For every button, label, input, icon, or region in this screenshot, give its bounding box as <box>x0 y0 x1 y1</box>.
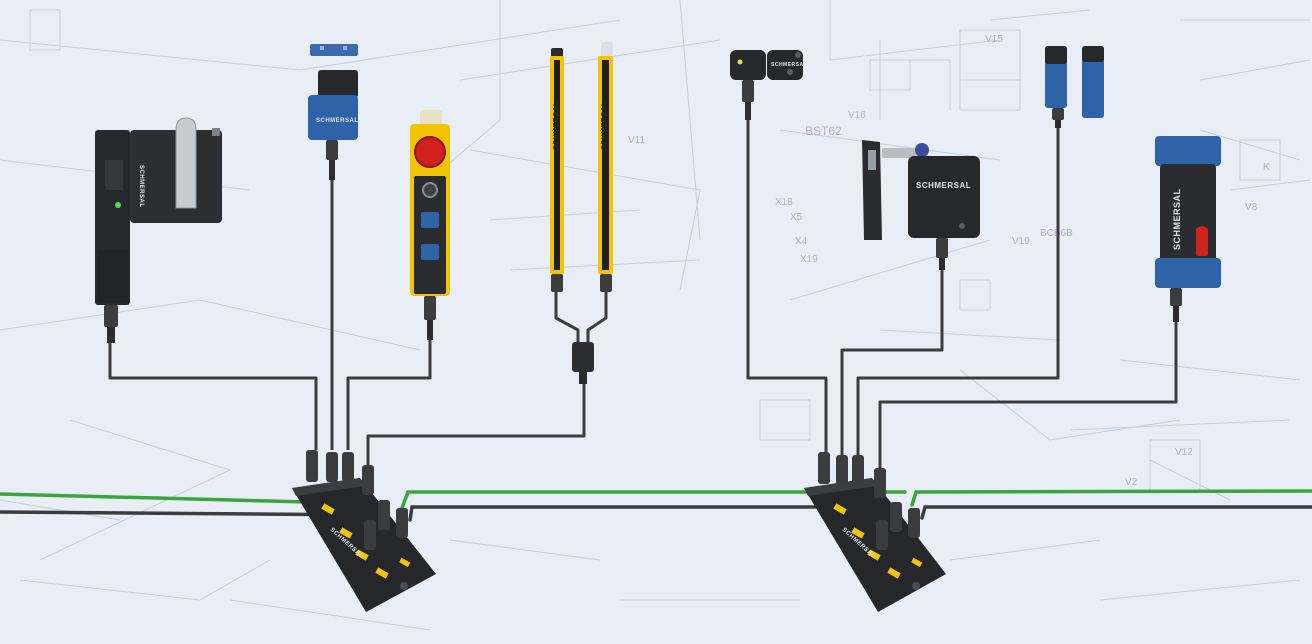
cable-curtain-left <box>554 290 580 342</box>
magnetic-sensor-pair <box>1045 46 1104 128</box>
release-key-icon <box>1196 226 1208 238</box>
y-splitter <box>572 342 594 372</box>
solenoid-interlock: SCHMERSAL <box>862 140 980 270</box>
blue-pushbutton-icon-1 <box>421 212 439 228</box>
estop-button-icon <box>414 136 446 168</box>
dark-bus-cable-right <box>920 505 1312 520</box>
bg-label-6: V19 <box>1012 236 1030 247</box>
rfid-sensor-small: SCHMERSAL <box>730 50 807 120</box>
device-brand-label-1: SCHMERSAL <box>138 165 144 208</box>
bus-cables <box>0 489 1312 522</box>
dark-bus-cable-mid <box>408 505 900 522</box>
cable-curtain-right <box>586 290 608 342</box>
device-brand-label-6: SCHMERSAL <box>916 181 971 190</box>
release-knob-icon <box>915 143 929 157</box>
bg-label-1: V16 <box>848 110 866 121</box>
cable-magnetic-sensor <box>856 125 1060 455</box>
curtain-brand-label-1: SCHMERSAL <box>553 101 560 150</box>
cable-door-guard <box>108 342 318 450</box>
status-led-icon <box>115 202 121 208</box>
cable-blue-interlock <box>878 320 1178 468</box>
device-cables <box>108 120 1178 468</box>
bg-label-5: X19 <box>800 254 818 265</box>
key-switch-icon <box>422 182 438 198</box>
emergency-stop-control-station <box>410 110 450 340</box>
cable-estop-station <box>346 340 432 450</box>
bg-label-8: V15 <box>985 34 1003 45</box>
bg-label-10: K <box>1263 162 1270 173</box>
safety-light-curtain: SCHMERSAL SCHMERSAL <box>550 42 613 384</box>
bg-label-13: V11 <box>628 135 645 146</box>
bg-label-11: V8 <box>1245 202 1258 213</box>
green-bus-cable-mid <box>400 490 907 510</box>
curtain-brand-label-2: SCHMERSAL <box>601 101 608 150</box>
cable-solenoid-interlock <box>840 268 944 455</box>
device-brand-label-2: SCHMERSAL <box>316 118 359 124</box>
cable-light-curtain <box>366 378 586 465</box>
device-brand-label-8: SCHMERSAL <box>1172 188 1182 250</box>
green-bus-cable-right <box>910 489 1312 507</box>
bg-label-2: X18 <box>775 197 793 208</box>
device-brand-label-5: SCHMERSAL <box>771 62 807 68</box>
bg-label-9: V12 <box>1175 447 1193 458</box>
door-handle-guard-locking: SCHMERSAL <box>95 117 222 343</box>
bg-label-12: V2 <box>1125 477 1138 488</box>
solenoid-interlock-blue: SCHMERSAL <box>1155 136 1221 322</box>
background-schematic <box>0 0 1311 631</box>
rfid-sensor: SCHMERSAL <box>308 44 359 180</box>
io-field-box-right: SCHMERSAL <box>804 452 946 612</box>
bg-label-4: X4 <box>795 236 808 247</box>
io-field-box-left: SCHMERSAL <box>292 450 436 612</box>
bg-label-3: X5 <box>790 212 803 223</box>
cable-rfid-small <box>746 120 828 452</box>
blue-pushbutton-icon-2 <box>421 244 439 260</box>
bg-label-0: BST62 <box>805 124 842 138</box>
